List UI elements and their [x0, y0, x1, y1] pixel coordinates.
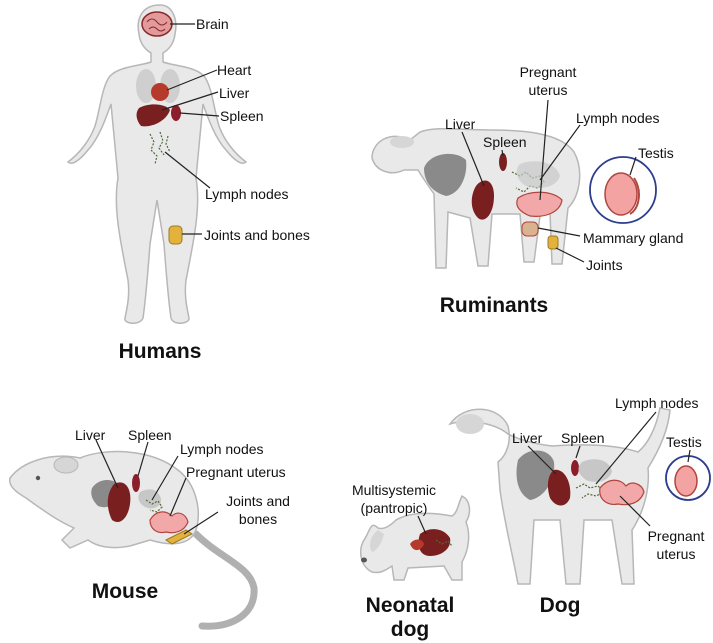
label-puppy-multisystemic: Multisystemic	[336, 482, 452, 498]
title-dog: Dog	[518, 594, 602, 618]
human-heart	[151, 83, 169, 101]
label-dog-testis: Testis	[666, 434, 702, 450]
label-puppy-pantropic: (pantropic)	[336, 500, 452, 516]
label-mouse-lymph-nodes: Lymph nodes	[180, 441, 264, 457]
label-mouse-joints-line1: Joints and	[210, 493, 306, 509]
label-human-heart: Heart	[217, 62, 251, 78]
sheep-joint	[548, 236, 558, 249]
puppy-nose	[361, 558, 367, 563]
label-dog-liver: Liver	[512, 430, 542, 446]
label-sheep-mammary: Mammary gland	[583, 230, 683, 246]
label-sheep-liver: Liver	[445, 116, 475, 132]
label-sheep-lymph-nodes: Lymph nodes	[576, 110, 660, 126]
human-lung-left	[136, 69, 156, 103]
human-spleen	[171, 105, 181, 121]
sheep-testis	[605, 173, 637, 215]
mouse-pregnant-uterus	[150, 512, 188, 533]
mouse-eye	[36, 476, 40, 480]
title-ruminants: Ruminants	[424, 294, 564, 318]
title-neonatal-dog-line1: Neonatal	[358, 594, 462, 618]
label-human-liver: Liver	[219, 85, 249, 101]
human-body-silhouette	[68, 5, 246, 323]
human-figure	[68, 5, 246, 323]
label-sheep-uterus-line1: Pregnant	[505, 64, 591, 80]
label-sheep-testis: Testis	[638, 145, 674, 161]
human-knee-joint	[169, 226, 182, 244]
label-mouse-spleen: Spleen	[128, 427, 172, 443]
dog-pregnant-uterus	[600, 480, 644, 504]
label-mouse-pregnant-uterus: Pregnant uterus	[186, 464, 286, 480]
mouse-tail	[196, 534, 254, 626]
label-sheep-joints: Joints	[586, 257, 623, 273]
sheep-ear	[390, 136, 414, 148]
dog-ear	[456, 414, 484, 434]
title-humans: Humans	[100, 340, 220, 364]
human-brain	[142, 12, 172, 36]
title-neonatal-dog-line2: dog	[358, 618, 462, 642]
label-mouse-liver: Liver	[75, 427, 105, 443]
dog-testis	[675, 466, 697, 496]
label-dog-uterus-line2: uterus	[640, 546, 712, 562]
label-dog-spleen: Spleen	[561, 430, 605, 446]
label-human-lymph-nodes: Lymph nodes	[205, 186, 289, 202]
dog-spleen	[571, 460, 579, 476]
title-mouse: Mouse	[70, 580, 180, 604]
label-sheep-uterus-line2: uterus	[505, 82, 591, 98]
label-human-spleen: Spleen	[220, 108, 264, 124]
sheep-mammary-gland	[522, 222, 538, 236]
label-human-brain: Brain	[196, 16, 229, 32]
label-human-joints: Joints and bones	[204, 227, 310, 243]
label-mouse-joints-line2: bones	[210, 511, 306, 527]
label-dog-uterus-line1: Pregnant	[640, 528, 712, 544]
label-sheep-spleen: Spleen	[483, 134, 527, 150]
label-dog-lymph-nodes: Lymph nodes	[615, 395, 699, 411]
mouse-ear	[54, 457, 78, 473]
mouse-spleen	[132, 474, 140, 492]
